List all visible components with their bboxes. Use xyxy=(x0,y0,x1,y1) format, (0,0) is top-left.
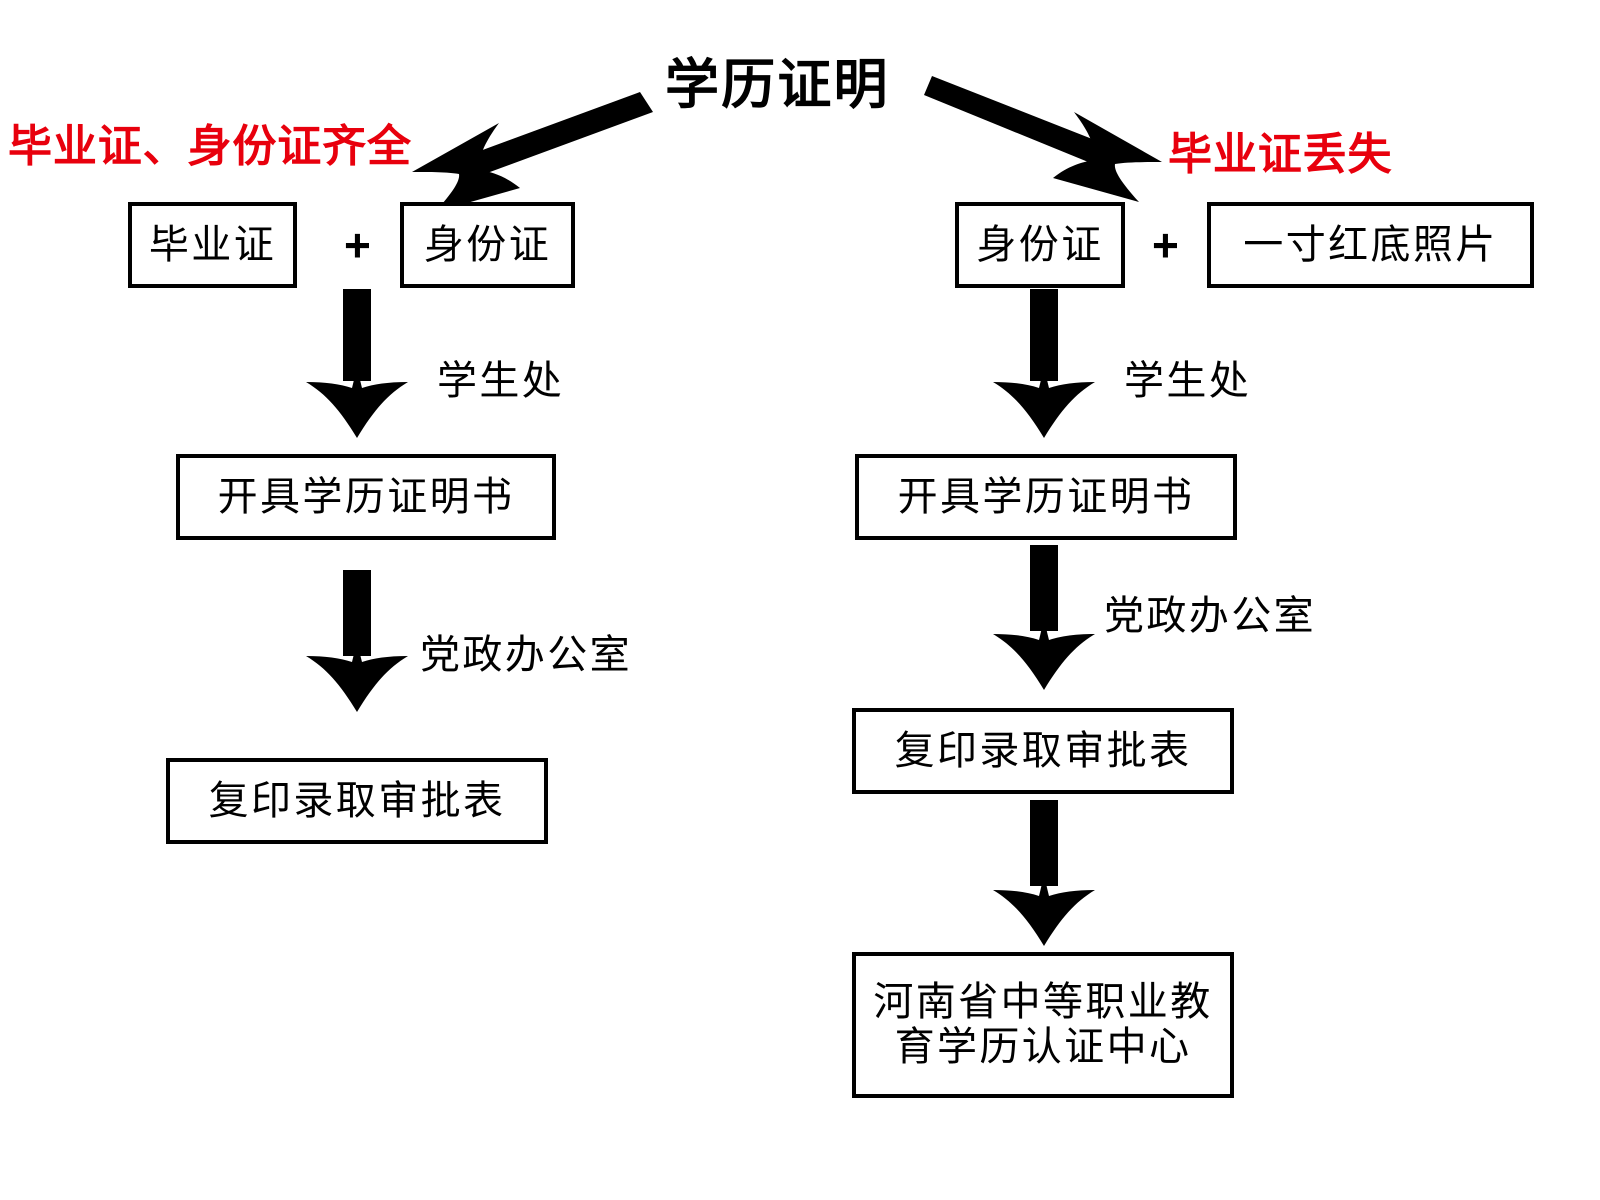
node-right-step-2-label: 复印录取审批表 xyxy=(894,727,1192,773)
page-title: 学历证明 xyxy=(665,55,890,115)
node-right-step-1-label: 开具学历证明书 xyxy=(897,473,1195,519)
branch-condition-right: 毕业证丢失 xyxy=(1168,130,1393,179)
node-right-input-2[interactable]: 一寸红底照片 xyxy=(1207,202,1534,288)
node-left-step-2[interactable]: 复印录取审批表 xyxy=(166,758,548,844)
node-right-step-3-label: 河南省中等职业教 育学历认证中心 xyxy=(873,979,1213,1069)
arrow-left-step2 xyxy=(306,570,408,712)
node-left-step-2-label: 复印录取审批表 xyxy=(208,777,506,823)
arrow-title-to-right xyxy=(924,76,1162,202)
edge-label-left-student-affairs: 学生处 xyxy=(437,358,565,403)
arrow-right-step1 xyxy=(993,289,1095,438)
node-left-step-1-label: 开具学历证明书 xyxy=(217,473,515,519)
edge-label-right-party-office: 党政办公室 xyxy=(1104,593,1316,638)
node-left-input-1-label: 毕业证 xyxy=(148,221,277,267)
branch-condition-left: 毕业证、身份证齐全 xyxy=(8,122,412,171)
node-left-input-2[interactable]: 身份证 xyxy=(400,202,575,288)
node-left-input-1[interactable]: 毕业证 xyxy=(128,202,297,288)
node-right-input-1[interactable]: 身份证 xyxy=(955,202,1125,288)
node-right-step-1[interactable]: 开具学历证明书 xyxy=(855,454,1237,540)
node-left-step-1[interactable]: 开具学历证明书 xyxy=(176,454,556,540)
arrow-right-step3 xyxy=(993,800,1095,946)
right-plus-operator: + xyxy=(1152,219,1179,271)
arrow-title-to-left xyxy=(412,92,653,212)
node-right-step-2[interactable]: 复印录取审批表 xyxy=(852,708,1234,794)
arrow-left-step1 xyxy=(306,289,408,438)
edge-label-right-student-affairs: 学生处 xyxy=(1124,358,1252,403)
node-right-step-3[interactable]: 河南省中等职业教 育学历认证中心 xyxy=(852,952,1234,1098)
node-right-input-2-label: 一寸红底照片 xyxy=(1243,221,1498,267)
node-right-input-1-label: 身份证 xyxy=(976,221,1104,267)
edge-label-left-party-office: 党政办公室 xyxy=(420,632,632,677)
arrow-right-step2 xyxy=(993,545,1095,690)
left-plus-operator: + xyxy=(344,219,371,271)
node-left-input-2-label: 身份证 xyxy=(423,221,552,267)
